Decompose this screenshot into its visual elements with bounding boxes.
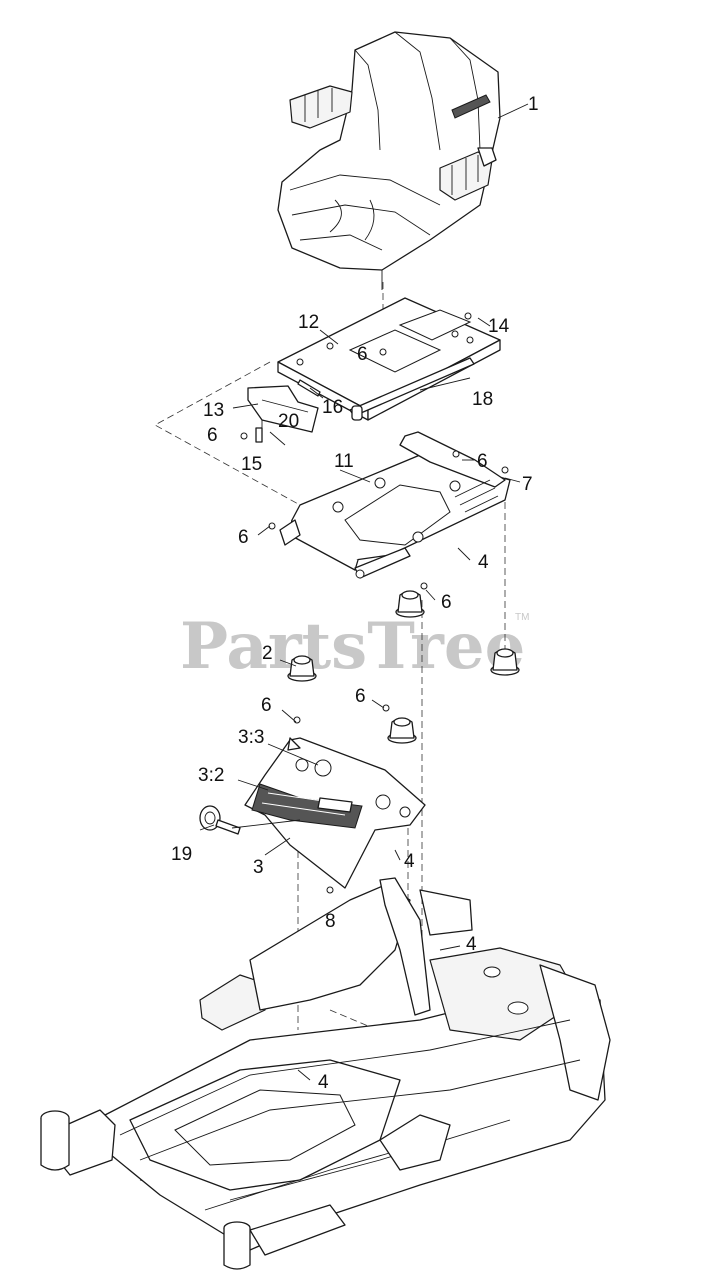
callout-3[interactable]: 3 [253, 857, 264, 878]
pin-14 [464, 312, 472, 320]
washer-6a [379, 348, 387, 356]
mower-frame [40, 877, 611, 1270]
callout-6g[interactable]: 6 [355, 686, 366, 707]
isolator-mount-right[interactable] [490, 648, 520, 676]
callout-6b[interactable]: 6 [207, 425, 218, 446]
bolt-15 [255, 427, 263, 443]
washer-6b [240, 432, 248, 440]
seat-pan[interactable] [244, 737, 426, 889]
bracket-13[interactable] [247, 385, 319, 433]
isolator-mount-left[interactable] [287, 655, 317, 682]
callout-12[interactable]: 12 [298, 312, 319, 333]
knob-19[interactable] [199, 805, 241, 835]
callout-3-3[interactable]: 3:3 [238, 727, 264, 748]
callout-7[interactable]: 7 [522, 474, 533, 495]
isolator-mount-center[interactable] [395, 590, 425, 618]
callout-16[interactable]: 16 [322, 397, 343, 418]
leaders [199, 103, 529, 1081]
callout-20[interactable]: 20 [278, 411, 299, 432]
callout-4c[interactable]: 4 [466, 934, 477, 955]
callout-8[interactable]: 8 [325, 911, 336, 932]
callouts: 1 12 14 6 16 18 13 6 20 15 11 6 7 6 4 6 … [171, 94, 539, 1093]
callout-15[interactable]: 15 [241, 454, 262, 475]
callout-4d[interactable]: 4 [318, 1072, 329, 1093]
callout-2[interactable]: 2 [262, 643, 273, 664]
seat-base-plate[interactable] [279, 431, 511, 579]
watermark-tm: TM [515, 612, 529, 623]
callout-6a[interactable]: 6 [357, 344, 368, 365]
callout-6e[interactable]: 6 [441, 592, 452, 613]
washer-6d [452, 450, 460, 458]
isolator-mount-mid[interactable] [387, 717, 417, 744]
callout-19[interactable]: 19 [171, 844, 192, 865]
callout-4a[interactable]: 4 [478, 552, 489, 573]
callout-13[interactable]: 13 [203, 400, 224, 421]
watermark: PartsTree TM [180, 609, 529, 684]
callout-6c[interactable]: 6 [238, 527, 249, 548]
callout-6d[interactable]: 6 [477, 451, 488, 472]
washer-6e [420, 582, 428, 590]
callout-4b[interactable]: 4 [404, 851, 415, 872]
callout-6f[interactable]: 6 [261, 695, 272, 716]
callout-11[interactable]: 11 [334, 451, 354, 472]
callout-1[interactable]: 1 [528, 94, 539, 115]
callout-14[interactable]: 14 [488, 316, 510, 337]
bolt-8 [326, 886, 334, 894]
callout-3-2[interactable]: 3:2 [198, 765, 224, 786]
washer-6c [268, 522, 276, 530]
callout-18[interactable]: 18 [472, 389, 493, 410]
washer-6g [382, 704, 390, 712]
watermark-text: PartsTree [180, 609, 525, 684]
seat-plate[interactable] [277, 297, 501, 421]
washer-6f [293, 716, 301, 724]
washer-7 [501, 466, 509, 474]
seat[interactable] [277, 31, 501, 290]
